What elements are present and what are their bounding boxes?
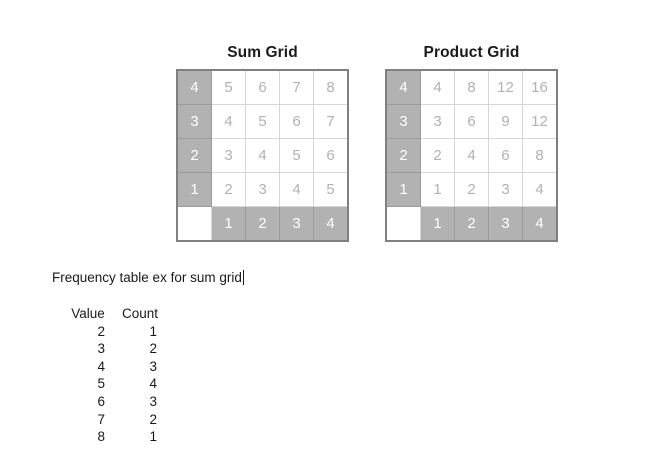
frequency-value-2: 4: [97, 358, 105, 374]
frequency-count-0: 1: [149, 323, 157, 339]
sum-grid-cell-r0-c1[interactable]: 6: [245, 69, 280, 105]
product-grid-row-header-0[interactable]: 4: [385, 69, 421, 105]
sum-grid-cell-r0-c3[interactable]: 8: [313, 69, 349, 105]
product-grid-cell-r1-c2[interactable]: 9: [488, 104, 523, 139]
sum-grid-cell-r1-c0[interactable]: 4: [211, 104, 246, 139]
product-grid-cell-r0-c0[interactable]: 4: [420, 69, 455, 105]
product-grid-row-header-2[interactable]: 2: [385, 138, 421, 173]
sum-grid-cell-r1-c2[interactable]: 6: [279, 104, 314, 139]
frequency-count-1: 2: [149, 341, 157, 357]
product-grid-cell-r2-c3[interactable]: 8: [522, 138, 558, 173]
sum-grid-cell-r2-c0[interactable]: 3: [211, 138, 246, 173]
product-grid-corner-cell[interactable]: [385, 206, 421, 242]
frequency-table-head: Value Count: [62, 305, 166, 323]
sum-grid-cell-r2-c1[interactable]: 4: [245, 138, 280, 173]
document-caption[interactable]: Frequency table ex for sum grid: [52, 270, 244, 285]
product-grid-col-header-1[interactable]: 2: [454, 206, 489, 242]
frequency-value-1: 3: [97, 341, 105, 357]
sum-grid-col-header-0[interactable]: 1: [211, 206, 246, 242]
product-grid-cell-r2-c2[interactable]: 6: [488, 138, 523, 173]
sum-grid-cell-r1-c3[interactable]: 7: [313, 104, 349, 139]
product-grid-row-header-3[interactable]: 1: [385, 172, 421, 207]
frequency-table-header-row: Value Count: [62, 305, 166, 323]
column-header-count: Count: [121, 306, 159, 321]
frequency-count-2: 3: [149, 358, 157, 374]
product-grid-cell-r2-c1[interactable]: 4: [454, 138, 489, 173]
frequency-count-3: 4: [149, 376, 157, 392]
product-grid-cell-r3-c1[interactable]: 2: [454, 172, 489, 207]
sum-grid-cell-r2-c2[interactable]: 5: [279, 138, 314, 173]
product-grid-cell-r3-c0[interactable]: 1: [420, 172, 455, 207]
product-grid-cell-r3-c2[interactable]: 3: [488, 172, 523, 207]
sum-grid-col-header-1[interactable]: 2: [245, 206, 280, 242]
frequency-value-3: 5: [97, 376, 105, 392]
sum-grid-title: Sum Grid: [227, 44, 298, 61]
product-grid-col-header-3[interactable]: 4: [522, 206, 558, 242]
product-grid-cell-r2-c0[interactable]: 2: [420, 138, 455, 173]
product-grid-row-header-1[interactable]: 3: [385, 104, 421, 139]
sum-grid-row-header-1[interactable]: 3: [176, 104, 212, 139]
document-caption-text: Frequency table ex for sum grid: [52, 270, 242, 285]
product-grid-cell-r0-c2[interactable]: 12: [488, 69, 523, 105]
product-grid-cell-r0-c1[interactable]: 8: [454, 69, 489, 105]
frequency-value-6: 8: [97, 429, 105, 445]
sum-grid-cell-r3-c2[interactable]: 4: [279, 172, 314, 207]
sum-grid-cell-r0-c0[interactable]: 5: [211, 69, 246, 105]
product-grid-cell-r1-c0[interactable]: 3: [420, 104, 455, 139]
sum-grid-col-header-2[interactable]: 3: [279, 206, 314, 242]
sum-grid-cell-r2-c3[interactable]: 6: [313, 138, 349, 173]
product-grid-cell-r1-c1[interactable]: 6: [454, 104, 489, 139]
sum-grid-row-header-0[interactable]: 4: [176, 69, 212, 105]
product-grid-cell-r0-c3[interactable]: 16: [522, 69, 558, 105]
sum-grid-cell-r3-c3[interactable]: 5: [313, 172, 349, 207]
text-caret: [242, 270, 244, 285]
sum-grid-col-header-3[interactable]: 4: [313, 206, 349, 242]
sum-grid-cell-r3-c1[interactable]: 3: [245, 172, 280, 207]
frequency-count-6: 1: [149, 429, 157, 445]
sum-grid-corner-cell[interactable]: [176, 206, 212, 242]
sum-grid-row-header-2[interactable]: 2: [176, 138, 212, 173]
sum-grid-cell-r1-c1[interactable]: 5: [245, 104, 280, 139]
column-header-value: Value: [71, 306, 105, 321]
product-grid-col-header-0[interactable]: 1: [420, 206, 455, 242]
sum-grid-cell-r0-c2[interactable]: 7: [279, 69, 314, 105]
sum-grid-cell-r3-c0[interactable]: 2: [211, 172, 246, 207]
sum-grid-row-header-3[interactable]: 1: [176, 172, 212, 207]
frequency-count-4: 3: [149, 393, 157, 409]
product-grid-col-header-2[interactable]: 3: [488, 206, 523, 242]
frequency-value-0: 2: [97, 323, 105, 339]
frequency-count-5: 2: [149, 411, 157, 427]
frequency-value-4: 6: [97, 393, 105, 409]
product-grid-title: Product Grid: [423, 44, 520, 61]
product-grid-cell-r1-c3[interactable]: 12: [522, 104, 558, 139]
frequency-value-5: 7: [97, 411, 105, 427]
product-grid-cell-r3-c3[interactable]: 4: [522, 172, 558, 207]
